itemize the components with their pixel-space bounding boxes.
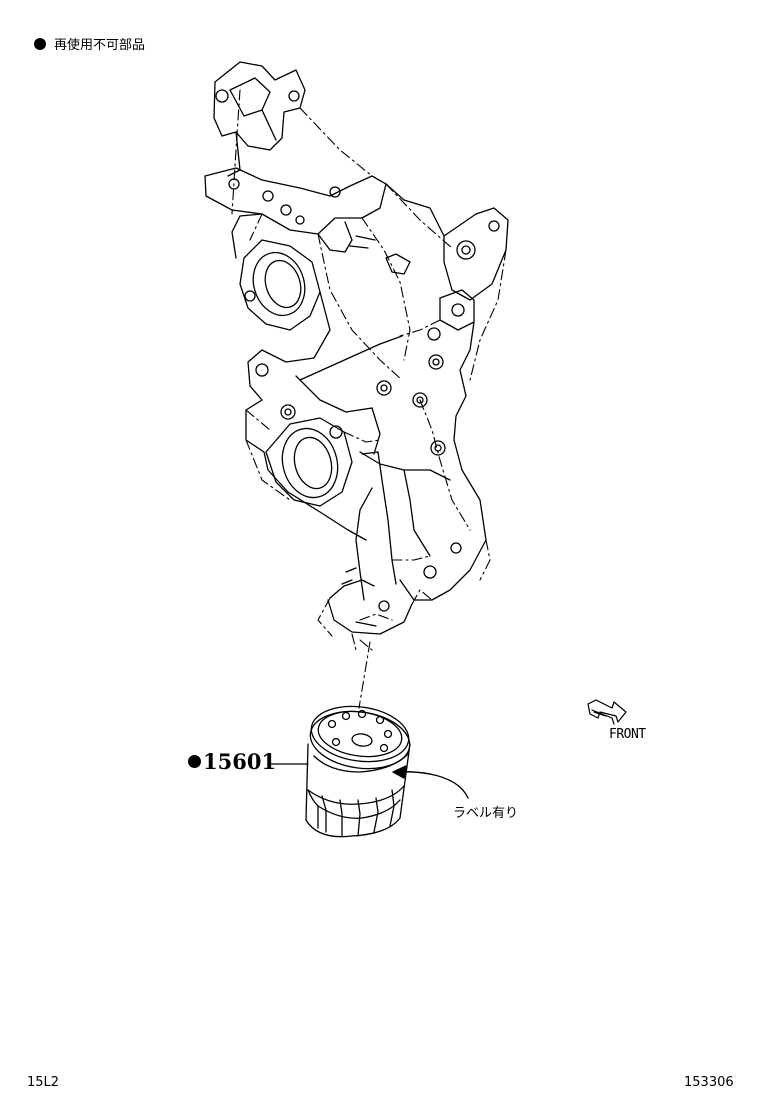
- footer-left-code: 15L2: [27, 1075, 60, 1090]
- part-number: 15601: [203, 749, 277, 774]
- legend: 再使用不可部品: [34, 34, 145, 53]
- legend-text: 再使用不可部品: [54, 38, 146, 53]
- label-callout-text: ラベル有り: [453, 806, 519, 821]
- part-number-label: 15601: [188, 749, 276, 774]
- front-arrow-icon: [588, 700, 626, 724]
- footer-right-code: 153306: [684, 1075, 734, 1090]
- phantom-lines: [232, 90, 506, 650]
- front-direction-text: FRONT: [609, 727, 646, 742]
- assembly-leader-line: [359, 642, 370, 708]
- label-callout-arrow: [393, 766, 468, 798]
- non-reusable-bullet-icon: [188, 755, 201, 768]
- oil-filter: [306, 700, 413, 836]
- legend-bullet-icon: [34, 37, 46, 50]
- timing-cover-housing: [205, 62, 508, 634]
